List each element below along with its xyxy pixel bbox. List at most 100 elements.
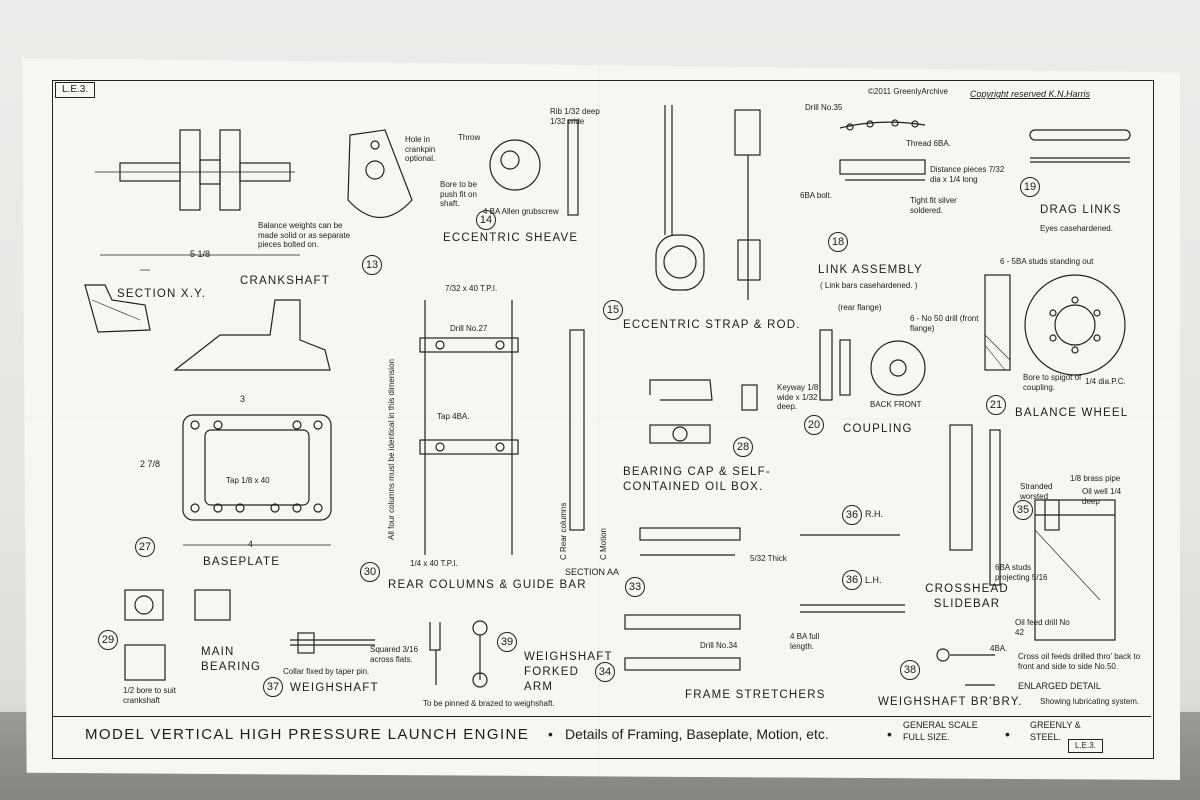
drag-note: Eyes casehardened. (1040, 224, 1113, 233)
title-baseplate: BASEPLATE (203, 556, 281, 568)
title-bearing-cap: BEARING CAP & SELF-CONTAINED OIL BOX. (623, 466, 771, 493)
note-drill-35: Drill No.35 (805, 103, 843, 112)
title-frame-stretchers: FRAME STRETCHERS (685, 689, 826, 701)
part-number-38: 38 (900, 660, 920, 680)
balance-wheel-drawing (984, 274, 1126, 376)
weighshaft-bracket-drawing (936, 648, 995, 686)
general-scale: GENERAL SCALE FULL SIZE. (903, 720, 978, 742)
part-number-27: 27 (135, 537, 155, 557)
note-eccentric: 4 BA Allen grubscrew (483, 207, 559, 216)
note-studs-6ba: 6BA studs projecting 5/16 (995, 563, 1048, 582)
label-crosshead: CROSSHEAD SLIDEBAR (925, 583, 1009, 610)
frame-stretchers-drawing (624, 527, 741, 671)
part-number-29: 29 (98, 630, 118, 650)
part-number-14: 14 (476, 210, 496, 230)
title-main-bearing: MAIN BEARING (201, 646, 262, 673)
part-number-13: 13 (362, 255, 382, 275)
part-number-33: 33 (625, 577, 645, 597)
forked-arm-drawing (429, 620, 488, 688)
note-back-front: BACK FRONT (870, 400, 922, 409)
note-dia-4ba: 4BA. (990, 644, 1008, 653)
title-block (53, 716, 1151, 757)
note-studs: 6 - 5BA studs standing out (1000, 257, 1094, 266)
bullet-3: • (1005, 726, 1010, 742)
note-squared: Squared 3/16 across flats. (370, 645, 419, 664)
note-distance: Distance pieces 7/32 dia x 1/4 long (930, 165, 1005, 184)
note-rib: Rib 1/32 deep 1/32 wide (550, 107, 600, 126)
copyright-reserved: Copyright reserved K.N.Harris (970, 89, 1091, 99)
part-number-30: 30 (360, 562, 380, 582)
part-number-36-lh: 36 (842, 570, 862, 590)
title-balance-wheel: BALANCE WHEEL (1015, 407, 1129, 419)
label-section-xy: SECTION X.Y. (117, 288, 206, 300)
title-eccentric-strap: ECCENTRIC STRAP & ROD. (623, 319, 801, 331)
note-oil-feeds: Cross oil feeds drilled thro' back to fr… (1018, 652, 1141, 671)
main-bearing-drawing (124, 589, 231, 681)
title-rh: R.H. (865, 509, 883, 519)
note-hole: Hole in crankpin optional. (405, 135, 436, 164)
note-drill-34: Drill No.34 (700, 641, 738, 650)
title-link-assembly: LINK ASSEMBLY (818, 264, 923, 276)
enlarged-detail-drawing (1034, 499, 1116, 641)
rear-columns-drawing (419, 300, 585, 555)
weighshaft-drawing (290, 632, 375, 654)
note-drill-42: Oil feed drill No 42 (1015, 618, 1070, 637)
note-collar: Collar fixed by taper pin. (283, 667, 370, 676)
note-tap-x40: Tap 1/8 x 40 (226, 476, 270, 485)
note-pinned: To be pinned & brazed to weighshaft. (423, 699, 555, 708)
note-bolt-6ba: 6BA bolt. (800, 191, 833, 200)
drag-links-drawing (1029, 129, 1131, 163)
fold-line-horizontal (24, 418, 1179, 420)
title-drag-links: DRAG LINKS (1040, 204, 1122, 216)
part-number-36-rh: 36 (842, 505, 862, 525)
sheet-ref-top: L.E.3. (55, 82, 96, 98)
subtitle: Details of Framing, Baseplate, Motion, e… (565, 726, 829, 742)
note-c-motion: C Motion (599, 527, 608, 560)
crankshaft-drawing (95, 129, 300, 271)
dim-4: 4 (248, 539, 254, 549)
bullet-2: • (887, 726, 892, 742)
part-number-18: 18 (828, 232, 848, 252)
part-number-34: 34 (595, 662, 615, 682)
dim-2-7-8: 2 7/8 (140, 459, 161, 469)
note-thick: 5/32 Thick (750, 554, 787, 563)
note-bore: Bore to be push fit on shaft. (440, 180, 477, 209)
note-lubricating: Showing lubricating system. (1040, 697, 1140, 706)
copyright: ©2011 GreenlyArchive (868, 87, 949, 96)
main-title: MODEL VERTICAL HIGH PRESSURE LAUNCH ENGI… (85, 726, 530, 743)
link-assembly-drawing (839, 119, 926, 181)
fold-line-vertical (598, 60, 600, 775)
title-crankshaft: CRANKSHAFT (240, 275, 330, 287)
section-xy-drawing (84, 284, 331, 371)
lh-link-drawing (800, 604, 905, 613)
part-number-21: 21 (986, 395, 1006, 415)
dim-5-1-8: 5 1/8 (190, 249, 211, 259)
bullet-1: • (548, 726, 553, 742)
title-weighshaft-bracket: WEIGHSHAFT BR'BRY. (878, 696, 1023, 708)
crank-web-drawing (347, 129, 413, 219)
note-full-length: 4 BA full length. (790, 632, 820, 651)
note-pcd: 1/4 dia.P.C. (1085, 377, 1126, 386)
title-enlarged-detail: ENLARGED DETAIL (1018, 681, 1101, 691)
title-lh: L.H. (865, 575, 882, 585)
note-drill-27: Drill No.27 (450, 324, 488, 333)
eccentric-sheave-drawing (489, 119, 579, 216)
part-number-20: 20 (804, 415, 824, 435)
note-throw: Throw (458, 133, 481, 142)
baseplate-drawing (182, 414, 332, 546)
part-number-35: 35 (1013, 500, 1033, 520)
coupling-drawing (819, 329, 926, 401)
note-drill-50: 6 - No 50 drill (front flange) (910, 314, 979, 333)
note-oil-well: Oil well 1/4 deep (1082, 487, 1122, 506)
note-tight-fit: Tight fit silver soldered. (910, 196, 957, 215)
title-weighshaft: WEIGHSHAFT (290, 682, 379, 694)
bearing-cap-drawing (649, 379, 758, 444)
title-eccentric-sheave: ECCENTRIC SHEAVE (443, 232, 579, 244)
note-stranded: Stranded worsted (1020, 482, 1053, 501)
drawing-border (52, 80, 1154, 759)
title-section-aa: SECTION AA (565, 567, 620, 577)
note-bore-suit: 1/2 bore to suit crankshaft (123, 686, 176, 705)
note-rear-flange: (rear flange) (838, 303, 882, 312)
note-keyway: Keyway 1/8 wide x 1/32 deep. (777, 383, 819, 412)
